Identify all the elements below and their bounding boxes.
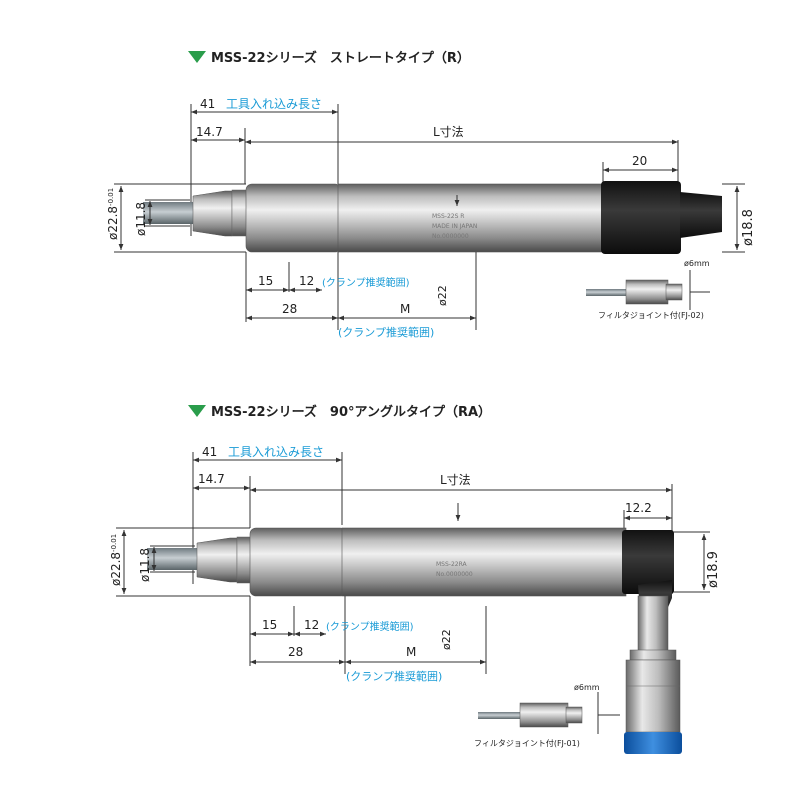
top-dim-dia-18-8: ø18.8 — [741, 209, 756, 246]
bottom-tool-insert-label: 工具入れ込み長さ — [228, 445, 324, 459]
bottom-body-text-1: MSS-22RA — [436, 561, 468, 568]
bottom-dim-M: M — [406, 645, 416, 659]
top-filter-joint — [586, 270, 710, 310]
bottom-body-text-2: No.0000000 — [436, 571, 473, 578]
straight-type-section: MSS-22シリーズ ストレートタイプ（R） 41 工具入れ込み長さ 14.7 … — [106, 50, 756, 339]
bottom-clamp-label-2: (クランプ推奨範囲) — [346, 669, 442, 683]
top-body-text-3: No.0000000 — [432, 233, 469, 240]
bottom-dim-12-2: 12.2 — [625, 501, 652, 515]
top-body-text-2: MADE IN JAPAN — [432, 223, 477, 230]
top-spindle-body: MSS-22S R MADE IN JAPAN No.0000000 — [143, 181, 722, 254]
bottom-dim-15: 15 — [262, 618, 277, 632]
top-dim-28: 28 — [282, 302, 297, 316]
top-dim-dia-22-vert: ø22 — [436, 285, 449, 306]
bottom-dim-dia-22-8: ø22.8-0.01 — [109, 534, 123, 586]
bottom-dim-41: 41 — [202, 445, 217, 459]
bottom-dim-L: L寸法 — [440, 473, 471, 487]
title-triangle-icon-2 — [188, 405, 206, 417]
bottom-clamp-label-1: (クランプ推奨範囲) — [326, 620, 414, 633]
top-dim-M: M — [400, 302, 410, 316]
top-title: MSS-22シリーズ ストレートタイプ（R） — [211, 50, 470, 66]
top-hose-dia: ø6mm — [684, 259, 710, 268]
top-filter-label: フィルタジョイント付(FJ-02) — [598, 310, 704, 320]
title-triangle-icon — [188, 51, 206, 63]
bottom-spindle-body: MSS-22RA No.0000000 — [147, 527, 682, 754]
bottom-dim-dia-22-vert: ø22 — [440, 629, 453, 650]
bottom-filter-joint — [478, 692, 620, 734]
bottom-filter-label: フィルタジョイント付(FJ-01) — [474, 738, 580, 748]
top-dim-dia-22-8: ø22.8-0.01 — [106, 188, 120, 240]
top-dim-15: 15 — [258, 274, 273, 288]
top-clamp-label-1: (クランプ推奨範囲) — [322, 276, 410, 289]
bottom-title: MSS-22シリーズ 90°アングルタイプ（RA） — [211, 404, 491, 420]
top-dim-41: 41 — [200, 97, 215, 111]
top-dim-L: L寸法 — [433, 125, 464, 139]
bottom-dim-28: 28 — [288, 645, 303, 659]
bottom-dim-dia-11-8: ø11.8 — [138, 548, 152, 582]
bottom-hose-dia: ø6mm — [574, 683, 600, 692]
top-dim-20: 20 — [632, 154, 647, 168]
top-clamp-label-2: (クランプ推奨範囲) — [338, 325, 434, 339]
top-dim-12: 12 — [299, 274, 314, 288]
bottom-dim-14-7: 14.7 — [198, 472, 225, 486]
top-body-text-1: MSS-22S R — [432, 213, 464, 220]
bottom-dim-12: 12 — [304, 618, 319, 632]
angle-type-section: MSS-22シリーズ 90°アングルタイプ（RA） 41 工具入れ込み長さ 14… — [109, 404, 721, 754]
top-dim-14-7: 14.7 — [196, 125, 223, 139]
bottom-dim-dia-18-9: ø18.9 — [706, 551, 721, 588]
top-dim-dia-11-8: ø11.8 — [134, 202, 148, 236]
top-tool-insert-label: 工具入れ込み長さ — [226, 97, 322, 111]
